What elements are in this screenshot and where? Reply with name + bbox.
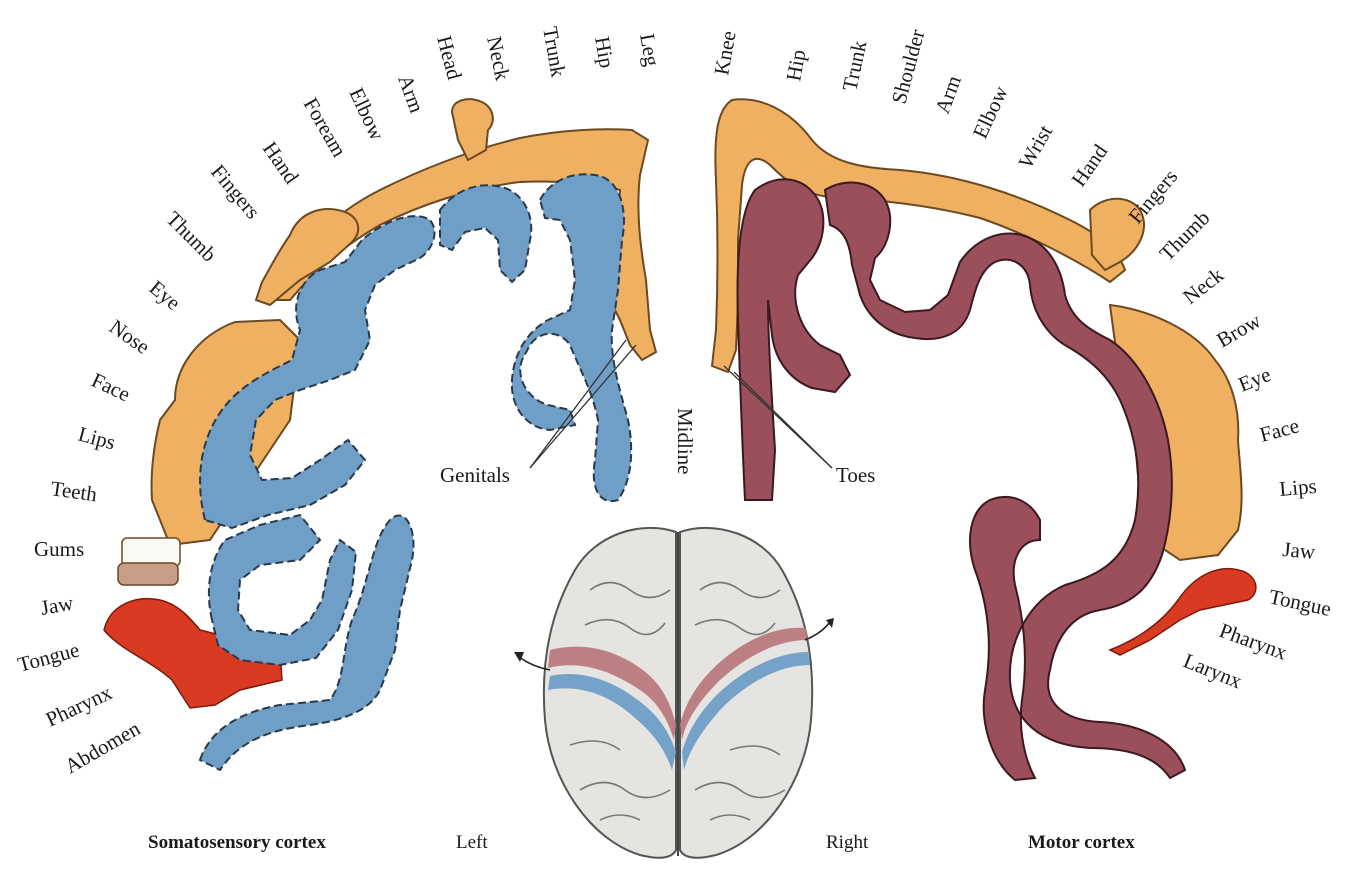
label-lips: Lips	[76, 422, 118, 455]
label-teeth: Teeth	[49, 476, 99, 506]
label-elbow-motor: Elbow	[968, 82, 1013, 143]
label-thumb-motor: Thumb	[1155, 206, 1215, 266]
label-shoulder: Shoulder	[887, 27, 930, 106]
label-fingers: Fingers	[206, 160, 265, 224]
label-neck-motor: Neck	[1178, 262, 1228, 308]
label-genitals: Genitals	[440, 463, 510, 487]
label-thumb: Thumb	[161, 207, 221, 267]
label-knee: Knee	[709, 29, 740, 77]
left-arrowhead-icon	[514, 652, 524, 662]
caption-somatosensory-cortex: Somatosensory cortex	[148, 832, 326, 853]
label-midline: Midline	[673, 408, 697, 475]
label-hip-motor: Hip	[781, 48, 810, 83]
label-neck: Neck	[482, 34, 515, 83]
label-eye: Eye	[145, 275, 185, 314]
label-elbow: Elbow	[344, 84, 389, 145]
label-fingers-motor: Fingers	[1123, 165, 1182, 229]
label-nose: Nose	[105, 314, 154, 358]
label-face: Face	[88, 368, 134, 407]
label-trunk-motor: Trunk	[837, 38, 871, 93]
label-face-motor: Face	[1257, 413, 1302, 446]
right-arrow-icon	[805, 622, 830, 640]
label-arm: Arm	[393, 72, 429, 116]
label-abdomen: Abdomen	[61, 716, 145, 778]
label-wrist: Wrist	[1014, 121, 1058, 173]
label-toes: Toes	[836, 463, 875, 487]
label-larynx: Larynx	[1180, 648, 1246, 693]
label-trunk: Trunk	[538, 25, 571, 79]
label-jaw: Jaw	[39, 590, 76, 619]
label-lips-motor: Lips	[1278, 474, 1317, 501]
label-arm-motor: Arm	[930, 72, 966, 116]
caption-motor-cortex: Motor cortex	[1028, 832, 1135, 853]
label-tongue: Tongue	[15, 637, 82, 676]
caption-right: Right	[826, 832, 869, 853]
label-tongue-motor: Tongue	[1267, 584, 1333, 621]
label-hand-motor: Hand	[1066, 139, 1112, 190]
brain-top-view	[544, 528, 812, 858]
label-pharynx-motor: Pharynx	[1216, 618, 1290, 665]
label-hand: Hand	[258, 137, 304, 188]
label-eye-motor: Eye	[1235, 362, 1274, 396]
label-pharynx: Pharynx	[42, 680, 116, 732]
label-jaw-motor: Jaw	[1282, 537, 1317, 564]
caption-left: Left	[456, 832, 488, 853]
label-head: Head	[432, 33, 467, 82]
label-leg: Leg	[635, 32, 664, 69]
label-hip: Hip	[590, 35, 619, 70]
label-gums: Gums	[34, 537, 84, 561]
label-foream: Foream	[299, 94, 352, 162]
label-brow: Brow	[1213, 308, 1266, 353]
